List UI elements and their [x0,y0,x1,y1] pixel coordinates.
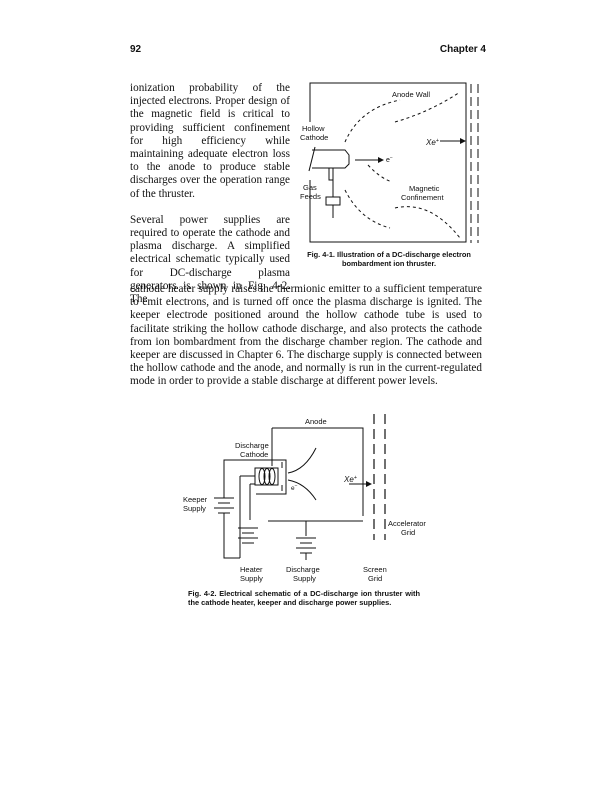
screen-label-2: Grid [368,574,382,583]
magnetic-field-line [367,164,393,183]
accelerator-grid-label: Grid [401,528,415,537]
confinement-label: Confinement [401,193,444,202]
keeper-wire [223,459,256,498]
keeper-label-2: Supply [183,504,206,513]
paragraph: cathode heater supply raises the thermio… [130,283,482,388]
anode [272,427,364,516]
cathode-label: Cathode [300,133,328,142]
magnetic-label: Magnetic [409,184,440,193]
figure-4-1-caption: Fig. 4-1. Illustration of a DC-discharge… [307,250,471,269]
hollow-label: Hollow [302,124,325,133]
gas-label: Gas [303,183,317,192]
discharge-cathode-label-2: Cathode [240,450,268,459]
ion-label: Xe+ [343,475,358,484]
gas-feed-block [325,196,341,206]
heater-coil [258,468,266,485]
figure-4-2-caption: Fig. 4-2. Electrical schematic of a DC-d… [188,589,420,608]
electron-label: e− [291,483,298,492]
page-number: 92 [130,44,142,55]
hollow-cathode [312,149,350,169]
heater-label-1: Heater [240,565,263,574]
arrow-head [366,481,372,487]
heater-coil [268,468,276,485]
discharge-supply-label-1: Discharge [286,565,320,574]
electron-label: e− [386,155,393,164]
keeper-wire [223,513,240,559]
feeds-label: Feeds [300,192,321,201]
arrow-head [378,157,384,163]
arrow-head [460,138,466,144]
magnetic-field-line [394,91,461,123]
discharge-supply-label-2: Supply [293,574,316,583]
anode-wall-label: Anode Wall [392,90,430,99]
keeper-label-1: Keeper [183,495,208,504]
narrow-text-column: ionization probability of the injected e… [130,82,290,306]
anode-label: Anode [305,417,327,426]
screen-label-1: Screen [363,565,387,574]
heater-coil [263,468,271,485]
discharge-cathode-label-1: Discharge [235,441,269,450]
ion-label: Xe+ [425,138,440,147]
cathode-break [308,146,316,172]
accelerator-label: Accelerator [388,519,426,528]
running-header: Chapter 4 [439,44,486,55]
paragraph: ionization probability of the injected e… [130,82,290,200]
heater-label-2: Supply [240,574,263,583]
keeper-electrode [256,459,287,495]
magnetic-field-line [344,99,401,143]
paragraph: Several power supplies are required to o… [130,213,290,306]
magnetic-field-line [344,189,391,229]
plasma-plume [287,447,317,474]
magnetic-field-line [394,206,461,239]
anode-wall [309,82,467,243]
plasma-plume [287,479,317,501]
cathode-tip [328,167,334,181]
